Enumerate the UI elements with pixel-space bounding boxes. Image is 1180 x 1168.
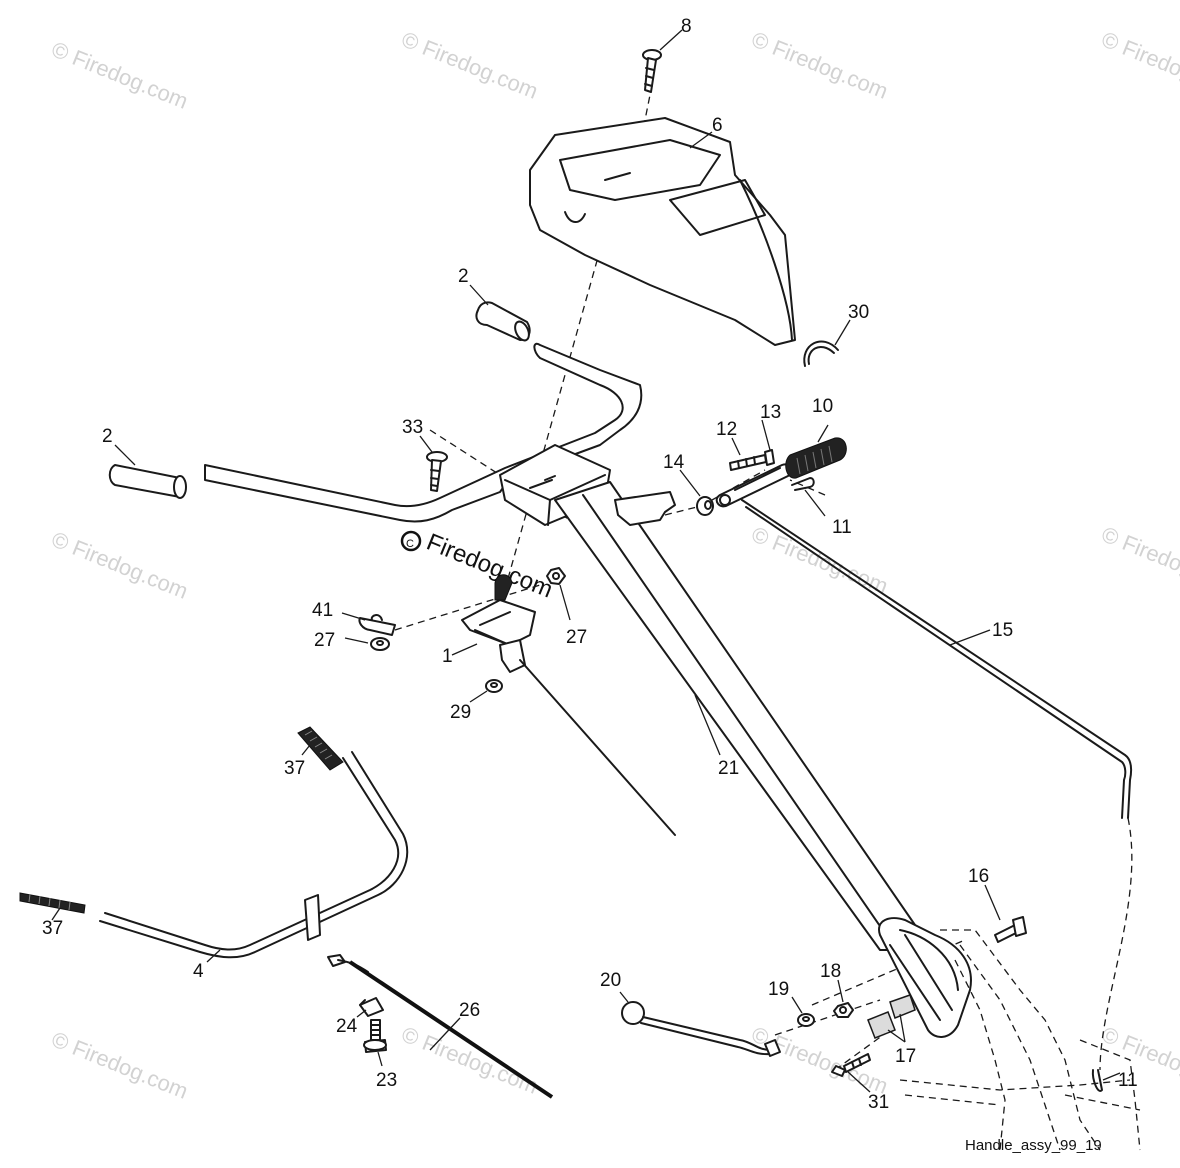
callout-14: 14: [663, 452, 685, 473]
callout-15: 15: [992, 620, 1013, 641]
nut-27-left: [370, 637, 390, 651]
watermark: © Firedog.com: [398, 1021, 541, 1098]
callout-27-right: 27: [566, 627, 587, 648]
washer-19: [797, 1013, 815, 1027]
rod-15: [741, 499, 1133, 819]
hairpin-11-upper: [791, 477, 815, 491]
grip-37-upper: [297, 726, 344, 771]
grip-sleeve-upper: [475, 301, 531, 342]
watermark: © Firedog.com: [1098, 521, 1180, 598]
clip-30: [803, 340, 839, 367]
watermark: © Firedog.com: [48, 1026, 191, 1103]
grip-sleeve-lower: [108, 464, 187, 499]
nut-27-right: [546, 567, 566, 585]
watermark: © Firedog.com: [398, 26, 541, 103]
watermark-dark: Firedog.com: [423, 529, 557, 604]
bracket-1: [461, 574, 676, 836]
callout-8: 8: [681, 16, 692, 37]
clip-41: [358, 614, 396, 636]
grip-10: [785, 437, 847, 479]
bolt-31: [831, 1053, 871, 1077]
lever-13: [715, 463, 793, 508]
watermark: © Firedog.com: [1098, 26, 1180, 103]
callout-4: 4: [193, 961, 204, 982]
callout-16: 16: [968, 866, 989, 887]
nut-29: [485, 679, 503, 693]
bolt-12: [729, 449, 775, 471]
callout-21: 21: [718, 758, 739, 779]
tiller-frame-outline: [899, 929, 1141, 1151]
callout-33: 33: [402, 417, 423, 438]
bail-4: [99, 751, 409, 959]
callout-19: 19: [768, 979, 789, 1000]
callout-41: 41: [312, 600, 333, 621]
callout-37-upper: 37: [284, 758, 305, 779]
bolt-16: [994, 916, 1027, 943]
cable-26: [327, 954, 554, 1099]
callout-23: 23: [376, 1070, 397, 1091]
callout-24: 24: [336, 1016, 358, 1037]
callout-12: 12: [716, 419, 737, 440]
watermark: © Firedog.com: [48, 526, 191, 603]
callout-6: 6: [712, 115, 723, 136]
svg-text:C: C: [406, 538, 414, 550]
callout-20: 20: [600, 970, 621, 991]
callout-2-lower: 2: [102, 426, 113, 447]
center-watermark: C Firedog.com: [400, 529, 557, 604]
screw-8: [642, 49, 662, 93]
bolt-23: [363, 1019, 387, 1053]
shift-lever-20: [621, 1001, 781, 1057]
diagram-caption: Handle_assy_99_19: [965, 1137, 1102, 1154]
callout-13: 13: [760, 402, 781, 423]
callout-1: 1: [442, 646, 453, 667]
nut-18: [833, 1002, 854, 1018]
spacer-14: [696, 496, 714, 516]
callout-31: 31: [868, 1092, 889, 1113]
watermark: © Firedog.com: [48, 36, 191, 113]
callouts: 8 6 30 2 2 33 10 12 13 14 11 15 41 27 27…: [42, 16, 1138, 1113]
watermark: © Firedog.com: [748, 521, 891, 598]
callout-11-lower: 11: [1118, 1070, 1138, 1091]
callout-17: 17: [895, 1046, 916, 1067]
callout-26: 26: [459, 1000, 480, 1021]
main-tube: [554, 481, 972, 1038]
bolt-33: [426, 451, 448, 492]
callout-11-upper: 11: [832, 517, 852, 538]
clamp-24: [359, 997, 384, 1017]
callout-10: 10: [812, 396, 833, 417]
insert-17: [867, 994, 916, 1039]
callout-29: 29: [450, 702, 471, 723]
grip-37-lower: [19, 892, 86, 914]
callout-18: 18: [820, 961, 841, 982]
console-cover: [529, 117, 796, 346]
leader-lines: [51, 29, 1121, 1093]
callout-2-upper: 2: [458, 266, 469, 287]
handlebar: [204, 342, 643, 523]
watermark: © Firedog.com: [748, 26, 891, 103]
callout-27-left: 27: [314, 630, 335, 651]
callout-30: 30: [848, 302, 869, 323]
callout-37-lower: 37: [42, 918, 63, 939]
hairpin-11-lower: [1091, 1069, 1103, 1092]
watermark: © Firedog.com: [1098, 1021, 1180, 1098]
